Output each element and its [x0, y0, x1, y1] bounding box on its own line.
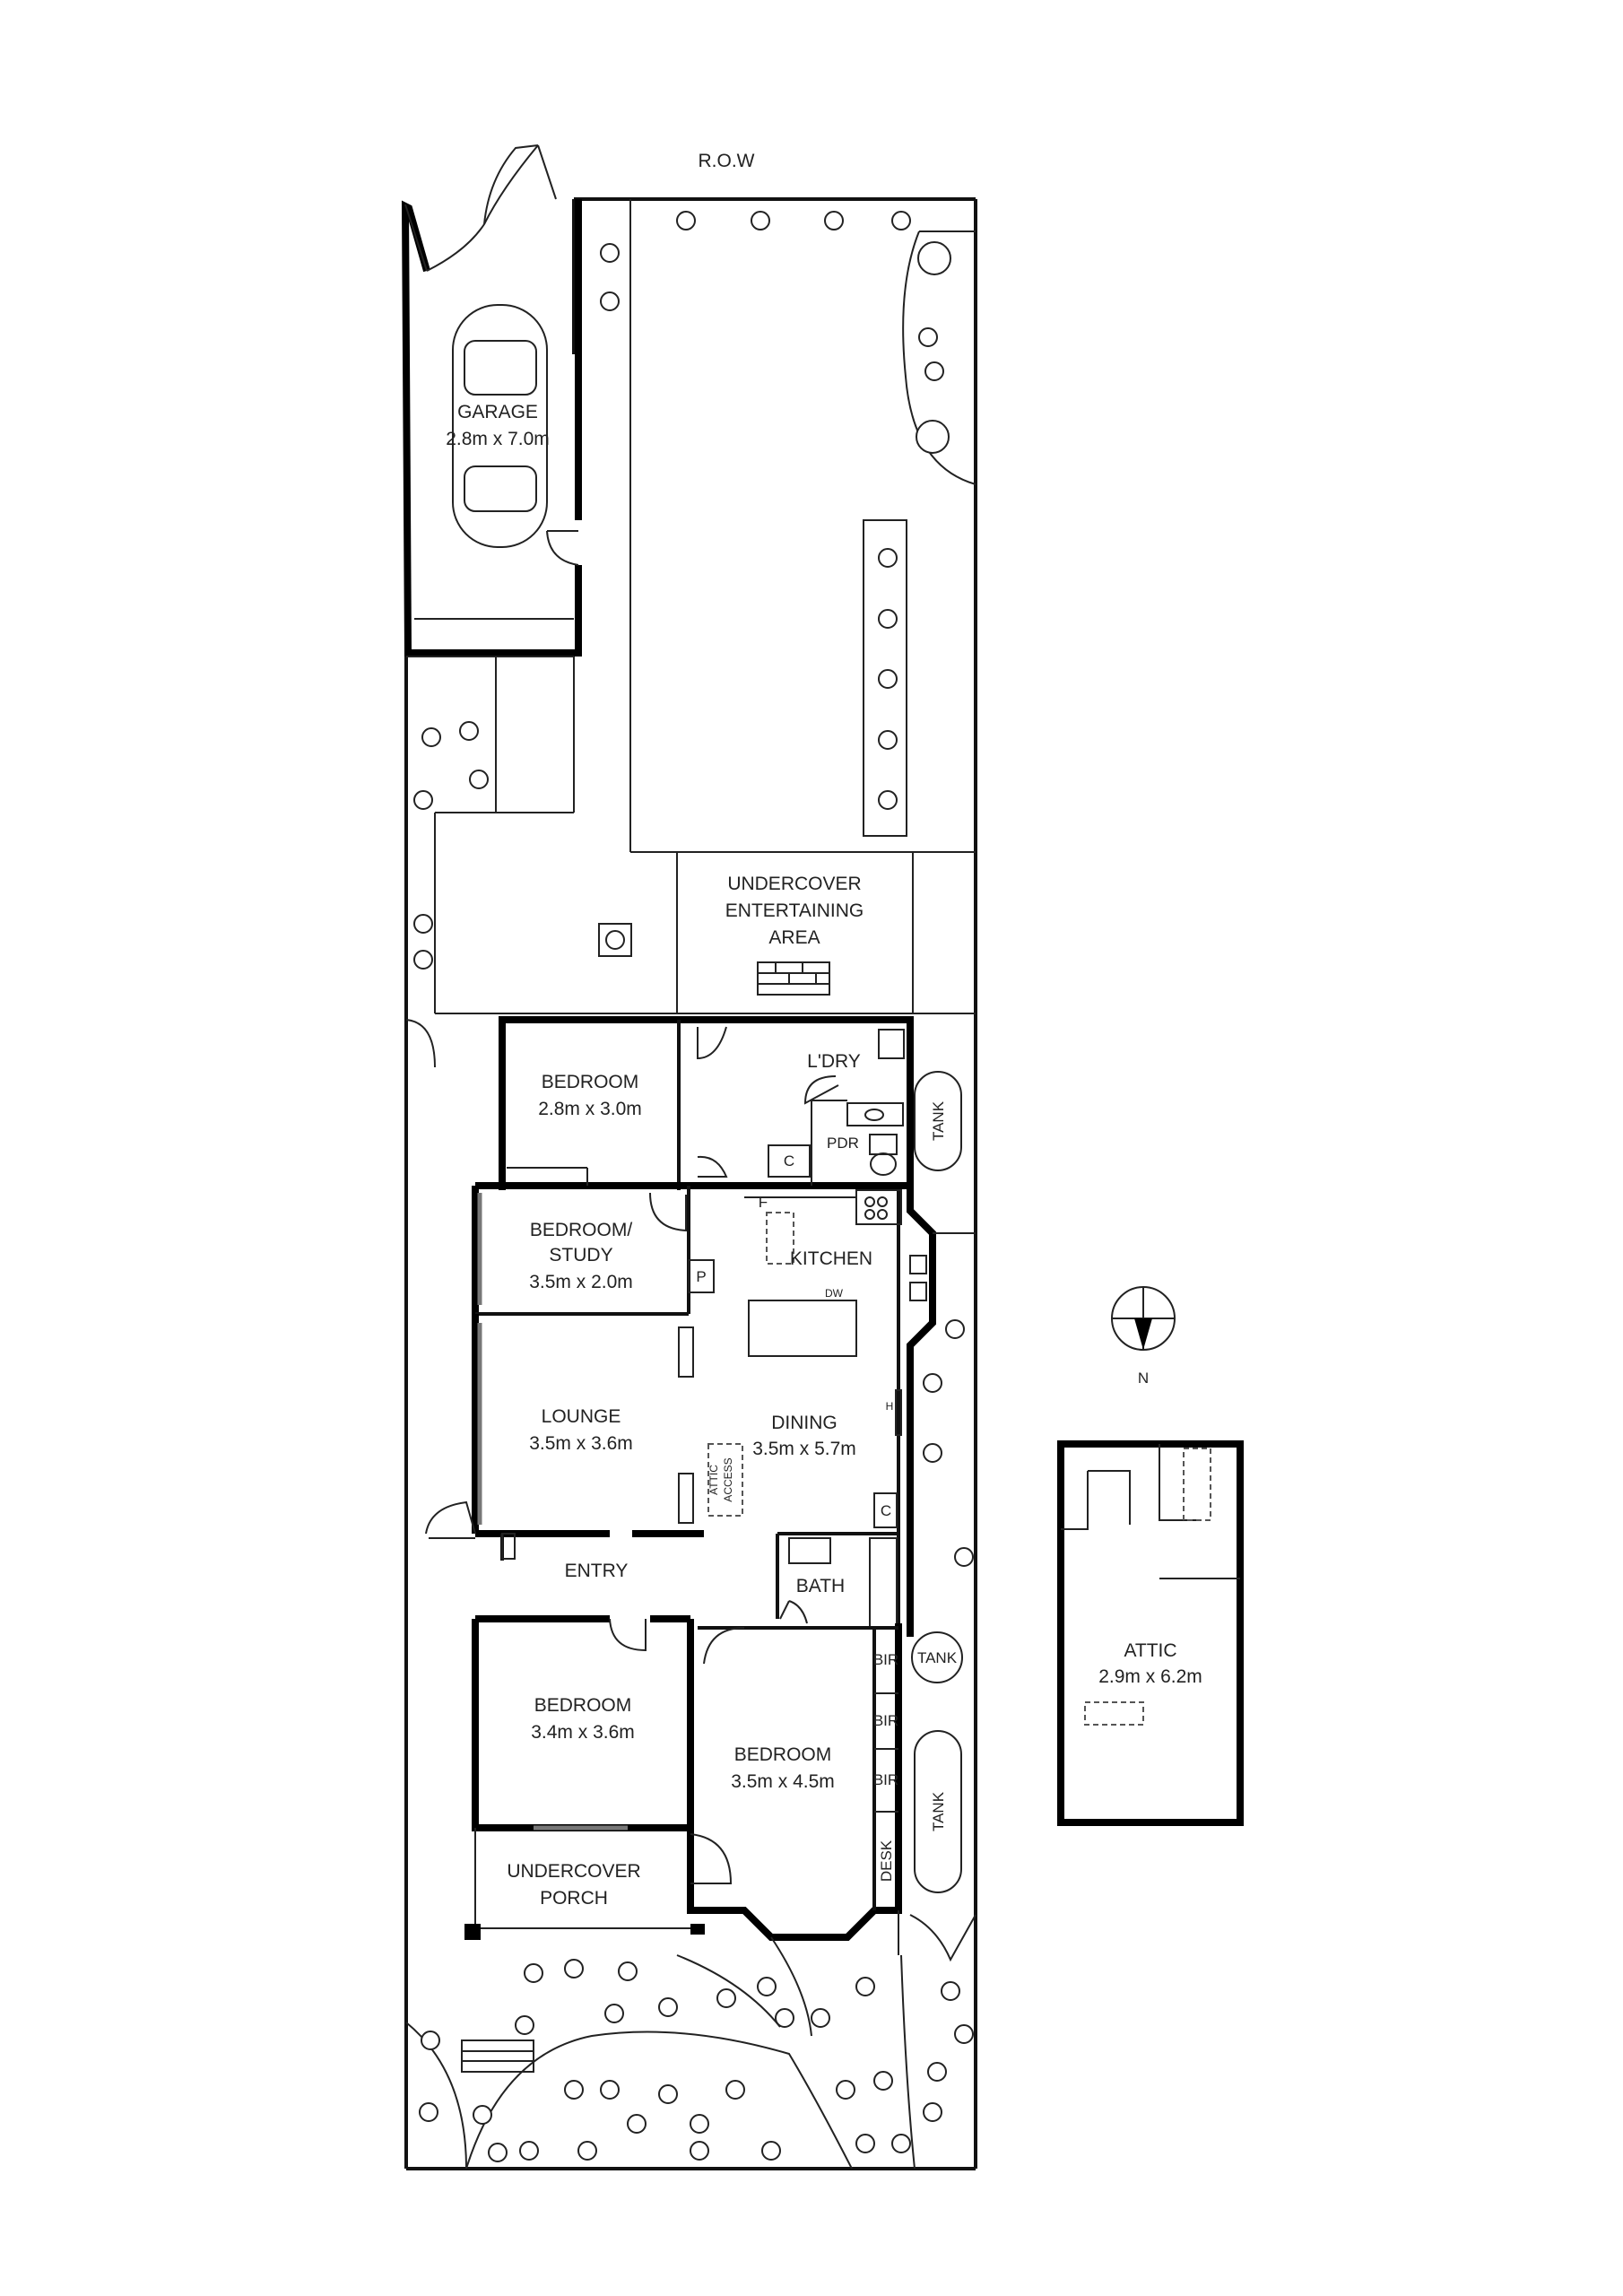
study-line1: BEDROOM/ [530, 1220, 633, 1240]
laundry-label: L'DRY [807, 1051, 861, 1072]
attic-plan [1057, 1440, 1244, 1826]
entertaining-line1: UNDERCOVER [727, 874, 861, 894]
pantry-label: P [696, 1268, 706, 1285]
tank-low-label: TANK [930, 1791, 947, 1831]
garage-size: 2.8m x 7.0m [446, 429, 550, 449]
study-line2: STUDY [549, 1245, 612, 1265]
fridge-label: F [759, 1194, 768, 1211]
desk-label: DESK [878, 1839, 895, 1882]
car-icon [452, 304, 548, 548]
rear-bedroom-size: 2.8m x 3.0m [538, 1099, 642, 1119]
attic-access-line1: ATTIC [707, 1465, 720, 1495]
garage [401, 144, 582, 657]
study-size: 3.5m x 2.0m [529, 1272, 633, 1292]
garage-name: GARAGE [457, 402, 538, 422]
trees [413, 211, 974, 1567]
compass-n-label: N [1138, 1370, 1149, 1387]
compass-icon [1111, 1286, 1176, 1351]
main-bedroom-size: 3.5m x 4.5m [731, 1771, 835, 1792]
heater-label: H [886, 1400, 894, 1413]
front-bedroom-size: 3.4m x 3.6m [531, 1722, 635, 1743]
porch-line1: UNDERCOVER [507, 1861, 640, 1882]
bir-1-label: BIR [873, 1651, 898, 1668]
lounge-name: LOUNGE [542, 1406, 621, 1427]
brick-paving-icon [757, 961, 830, 996]
main-bedroom-name: BEDROOM [734, 1744, 832, 1765]
dining-size: 3.5m x 5.7m [752, 1439, 856, 1459]
entertaining-line3: AREA [768, 927, 820, 948]
attic-access-line2: ACCESS [722, 1457, 734, 1501]
bir-2-label: BIR [873, 1712, 898, 1729]
yard-lines [405, 199, 976, 1068]
bath-label: BATH [796, 1576, 845, 1596]
porch-line2: PORCH [540, 1888, 608, 1909]
powder-label: PDR [827, 1135, 859, 1152]
kitchen-label: KITCHEN [790, 1248, 872, 1269]
entry-label: ENTRY [565, 1561, 629, 1581]
tank-mid-label: TANK [917, 1649, 958, 1666]
dining-name: DINING [771, 1413, 838, 1433]
dishwasher-label: DW [825, 1287, 844, 1300]
entertaining-line2: ENTERTAINING [725, 900, 864, 921]
attic-size: 2.9m x 6.2m [1098, 1666, 1202, 1687]
cupboard-c1-label: C [784, 1152, 794, 1170]
labels: R.O.W GARAGE 2.8m x 7.0m UNDERCOVER ENTE… [446, 151, 1202, 1909]
cupboard-c2-label: C [881, 1502, 891, 1519]
tank-top-label: TANK [930, 1100, 947, 1141]
front-garden [405, 1936, 974, 2170]
attic-name: ATTIC [1124, 1640, 1176, 1661]
bir-3-label: BIR [873, 1771, 898, 1788]
house-walls [425, 1016, 976, 1962]
lounge-size: 3.5m x 3.6m [529, 1433, 633, 1454]
front-bedroom-name: BEDROOM [534, 1695, 632, 1716]
site-boundary [404, 197, 977, 2170]
rear-bedroom-name: BEDROOM [542, 1072, 639, 1092]
row-label: R.O.W [699, 151, 755, 171]
